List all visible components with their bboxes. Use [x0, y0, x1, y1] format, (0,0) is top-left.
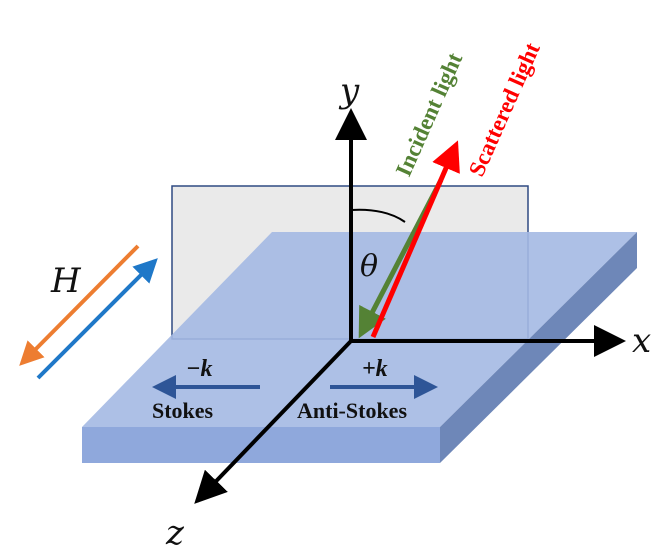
field-h-label: H: [50, 261, 82, 301]
theta-arc: [350, 208, 406, 223]
field-arrow-blue: [36, 258, 158, 380]
anti-stokes-label: Anti-Stokes: [297, 398, 407, 423]
minus-k-label: −k: [186, 356, 213, 382]
theta-label: θ: [360, 249, 378, 284]
z-axis-label: z: [165, 513, 185, 553]
slab-side-face: [440, 232, 637, 463]
scattered-light-beam: [370, 140, 460, 338]
incident-light-label: Incident light: [391, 49, 468, 180]
scattered-light-label: Scattered light: [464, 39, 545, 180]
stokes-label: Stokes: [152, 398, 214, 423]
z-axis: [194, 339, 353, 504]
y-axis-label: y: [338, 71, 360, 111]
x-axis-label: x: [632, 321, 651, 361]
plus-k-label: +k: [362, 356, 388, 382]
field-arrow-orange: [19, 244, 140, 366]
slab-front-face: [82, 427, 440, 463]
